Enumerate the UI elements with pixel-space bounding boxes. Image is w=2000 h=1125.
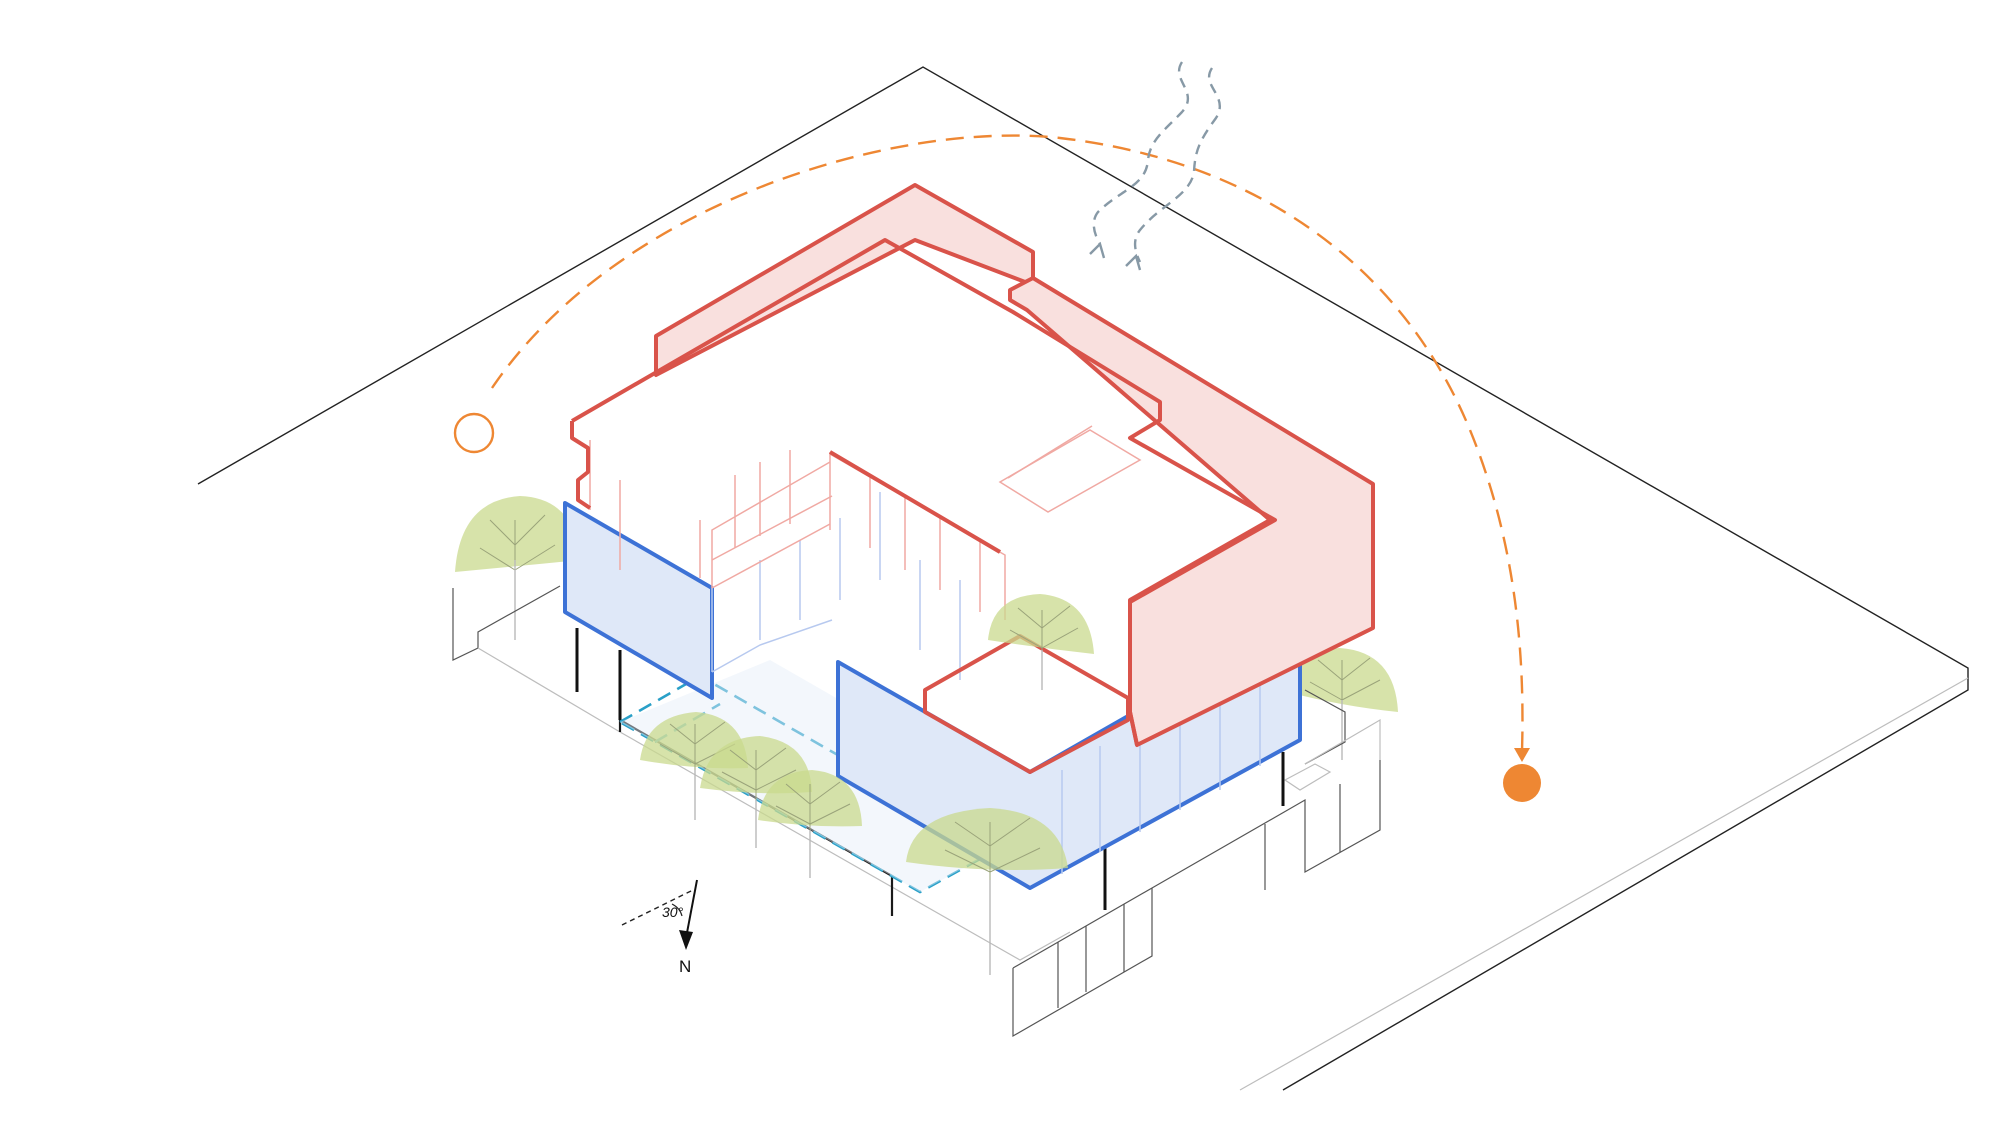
north-arrow-icon: 30° N — [621, 879, 698, 976]
site-boundary — [197, 66, 1969, 1091]
sun-path-arrowhead — [1514, 748, 1530, 762]
north-angle-label: 30° — [662, 904, 684, 920]
sun-start-icon — [453, 412, 495, 454]
tree-icon — [758, 770, 862, 878]
tree-group-front — [640, 594, 1094, 975]
lower-wall-west — [563, 501, 714, 700]
sun-path — [453, 134, 1541, 802]
tree-icon — [455, 496, 580, 640]
north-label: N — [679, 957, 691, 976]
upper-volume — [570, 183, 1375, 747]
upper-roof-outline — [570, 238, 1277, 746]
tree-icon — [906, 808, 1068, 975]
upper-parapet-back — [654, 183, 1035, 377]
sun-end-icon — [1503, 764, 1541, 802]
wind-arrows-icon — [1089, 61, 1221, 271]
columns — [575, 628, 1285, 910]
tree-icon — [988, 594, 1094, 690]
upper-glazing — [589, 440, 1006, 620]
sun-path-arc — [491, 134, 1524, 753]
